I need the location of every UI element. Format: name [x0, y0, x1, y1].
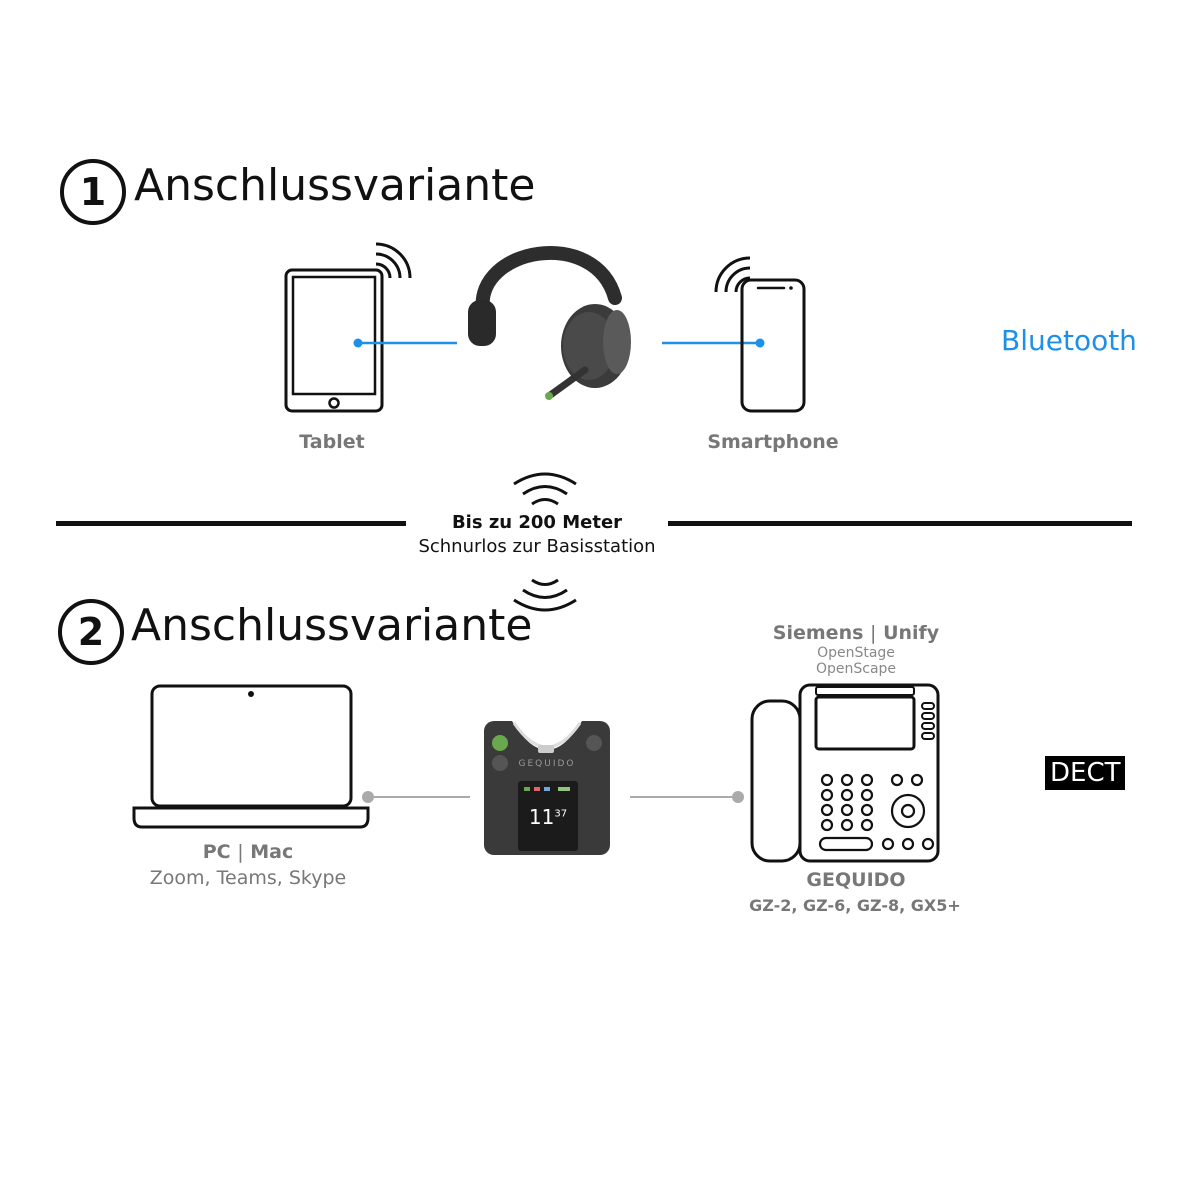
wifi-icon: [375, 242, 412, 279]
section-1-number: 1: [60, 159, 126, 225]
base-station-brand: GEQUIDO: [518, 759, 576, 769]
laptop-icon: [132, 684, 370, 829]
unify-label: Unify: [883, 622, 940, 644]
signal-waves-bottom-icon: [513, 578, 577, 612]
bluetooth-link-left: [353, 338, 457, 348]
bluetooth-link-right: [662, 338, 765, 348]
clock-minute: 37: [554, 808, 568, 820]
pc-mac-label: PC | Mac: [148, 841, 348, 863]
signal-waves-top-icon: [513, 472, 577, 506]
desk-phone-icon: [750, 683, 940, 863]
phone-model-2: OpenScape: [815, 661, 897, 677]
mac-label: Mac: [250, 841, 294, 863]
smartphone-label: Smartphone: [707, 431, 839, 453]
brand-separator: |: [870, 622, 877, 644]
base-station-icon: [484, 721, 610, 855]
divider-right: [668, 521, 1132, 526]
section-2-number: 2: [58, 599, 124, 665]
wifi-icon: [714, 256, 751, 293]
pc-label: PC: [202, 841, 231, 863]
headset-icon: [468, 246, 631, 400]
phone-models-label: GZ-2, GZ-6, GZ-8, GX5+: [749, 896, 961, 915]
bluetooth-label: Bluetooth: [1001, 324, 1137, 357]
section-1-title: Anschlussvariante: [134, 160, 536, 211]
pc-separator: |: [237, 841, 244, 863]
dect-link-left: [362, 791, 470, 803]
pc-apps-label: Zoom, Teams, Skype: [149, 867, 347, 889]
tablet-label: Tablet: [299, 431, 365, 453]
base-station: GEQUIDO 1137: [484, 721, 610, 855]
tablet-icon: [284, 268, 384, 413]
section-2-title: Anschlussvariante: [131, 600, 533, 651]
range-headline: Bis zu 200 Meter: [451, 512, 623, 533]
phone-vendor-label: GEQUIDO: [806, 869, 906, 891]
dect-link-right: [630, 791, 744, 803]
clock-hour: 11: [528, 805, 555, 829]
smartphone-icon: [740, 278, 806, 413]
dect-badge: DECT: [1045, 756, 1126, 790]
siemens-label: Siemens: [772, 622, 864, 644]
phone-model-1: OpenStage: [817, 645, 895, 661]
divider-left: [56, 521, 406, 526]
phone-brand-label: Siemens | Unify: [756, 622, 956, 644]
range-subline: Schnurlos zur Basisstation: [418, 536, 656, 557]
base-station-clock: 1137: [518, 805, 578, 829]
